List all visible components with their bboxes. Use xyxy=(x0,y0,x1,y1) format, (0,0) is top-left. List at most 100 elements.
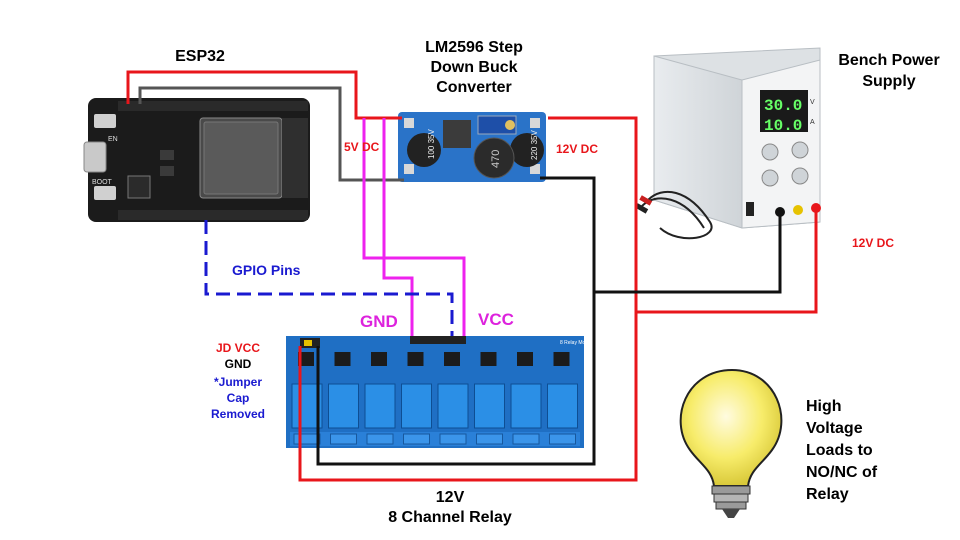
usb-uart-chip xyxy=(127,175,151,199)
psu-voltage-readout: 30.0 xyxy=(764,97,802,115)
relay-cube xyxy=(510,383,542,429)
jd-vcc-note: JD VCC GND *Jumper Cap Removed xyxy=(196,340,280,422)
esp32-boot-text: BOOT xyxy=(92,179,113,186)
optocoupler xyxy=(371,352,387,366)
buck-converter-label: LM2596 Step Down Buck Converter xyxy=(388,38,560,98)
screw-terminal xyxy=(330,433,357,445)
screw-terminal xyxy=(549,433,576,445)
loads-line1: High xyxy=(806,398,842,415)
optocoupler xyxy=(480,352,497,366)
loads-label: High Voltage Loads to NO/NC of Relay xyxy=(806,396,877,506)
psu-power-switch xyxy=(746,202,754,216)
relay-label: 12V 8 Channel Relay xyxy=(330,488,570,528)
psu-amp-unit: A xyxy=(810,119,815,126)
wire-psu-positive xyxy=(636,208,818,314)
relay-channel xyxy=(364,352,396,445)
wire-12v-to-jdvcc xyxy=(298,116,638,482)
wire-gpio-pins xyxy=(204,220,454,336)
inductor-text: 470 xyxy=(490,150,502,168)
loads-line2: Voltage xyxy=(806,420,863,437)
label-12v-dc-psu: 12V DC xyxy=(852,236,895,250)
relay-channel xyxy=(510,352,542,445)
buck-converter-board: 100 35V 220 35V 470 xyxy=(398,112,546,182)
label-5v-dc: 5V DC xyxy=(344,140,380,154)
psu-current-readout: 10.0 xyxy=(764,117,802,135)
optocoupler xyxy=(444,352,460,366)
output-capacitor xyxy=(510,133,544,167)
wire-gnd-esp xyxy=(138,86,404,182)
label-jd-gnd: GND xyxy=(224,357,252,371)
psu-label: Bench Power Supply xyxy=(820,50,958,92)
psu-label-line1: Bench Power xyxy=(838,52,940,69)
optocoupler xyxy=(298,352,314,366)
usb-port xyxy=(83,141,107,173)
buck-label-line2: Down Buck xyxy=(430,59,518,76)
input-capacitor-text: 100 35V xyxy=(427,129,436,159)
psu-knob xyxy=(761,169,779,187)
psu-knob xyxy=(761,143,779,161)
bench-power-supply: 30.0 10.0 V A xyxy=(635,47,821,240)
psu-knob xyxy=(791,167,809,185)
esp32-en-text: EN xyxy=(108,136,118,143)
screw-terminal xyxy=(366,433,394,445)
loads-line5: Relay xyxy=(806,486,849,503)
psu-volt-unit: V xyxy=(810,99,815,106)
label-gnd: GND xyxy=(360,312,398,331)
screw-terminal xyxy=(293,433,321,445)
inductor xyxy=(473,137,515,179)
relay-module-title: 8 Relay Module xyxy=(560,340,595,346)
output-capacitor-text: 220 35V xyxy=(530,130,539,160)
relay-input-header xyxy=(410,336,466,344)
wire-relay-gnd xyxy=(382,118,414,336)
relay-cube xyxy=(547,383,578,429)
en-button xyxy=(94,114,116,128)
esp32-label: ESP32 xyxy=(175,48,225,65)
esp32-top-pins xyxy=(118,101,308,111)
psu-label-line2: Supply xyxy=(862,73,916,90)
lm2596-chip xyxy=(443,120,471,148)
optocoupler xyxy=(517,352,533,366)
screw-terminal xyxy=(439,433,467,445)
relay-cube xyxy=(364,383,396,429)
relay-cube xyxy=(474,383,505,429)
wire-ground-to-relay xyxy=(316,176,596,466)
screw-terminal xyxy=(403,433,430,445)
boot-button xyxy=(94,186,116,200)
optocoupler xyxy=(553,352,570,366)
wire-relay-vcc xyxy=(362,118,466,336)
relay-terminal-blocks xyxy=(290,432,580,446)
label-12v-dc-buck: 12V DC xyxy=(556,142,599,156)
relay-channel xyxy=(474,352,505,445)
input-capacitor xyxy=(407,133,441,167)
loads-line4: NO/NC of xyxy=(806,464,878,481)
label-gpio-pins: GPIO Pins xyxy=(232,262,301,278)
relay-cube xyxy=(401,383,432,429)
psu-display xyxy=(760,90,808,132)
screw-terminal xyxy=(512,433,540,445)
relay-channels xyxy=(291,352,578,445)
screw-terminal xyxy=(476,433,503,445)
buck-label-line1: LM2596 Step xyxy=(425,39,523,56)
esp32-bottom-pins xyxy=(118,210,308,220)
relay-label-line2: 8 Channel Relay xyxy=(388,509,512,526)
test-leads xyxy=(635,190,713,240)
relay-label-line1: 12V xyxy=(435,489,465,506)
wire-5v-to-vin xyxy=(126,70,402,120)
relay-channel xyxy=(328,352,359,445)
esp32-board: EN BOOT xyxy=(83,98,310,222)
label-jumper-line1: *Jumper xyxy=(213,375,263,389)
wire-psu-negative xyxy=(594,212,782,294)
light-bulb-icon xyxy=(679,368,783,518)
label-jumper-line3: Removed xyxy=(210,407,266,421)
label-jd-vcc: JD VCC xyxy=(215,341,260,355)
optocoupler xyxy=(334,352,351,366)
buck-label-line3: Converter xyxy=(436,79,512,96)
relay-channel xyxy=(401,352,432,445)
label-jumper-line2: Cap xyxy=(226,391,250,405)
relay-cube xyxy=(437,383,469,429)
relay-cube xyxy=(328,383,359,429)
loads-line3: Loads to xyxy=(806,442,873,459)
optocoupler xyxy=(407,352,424,366)
